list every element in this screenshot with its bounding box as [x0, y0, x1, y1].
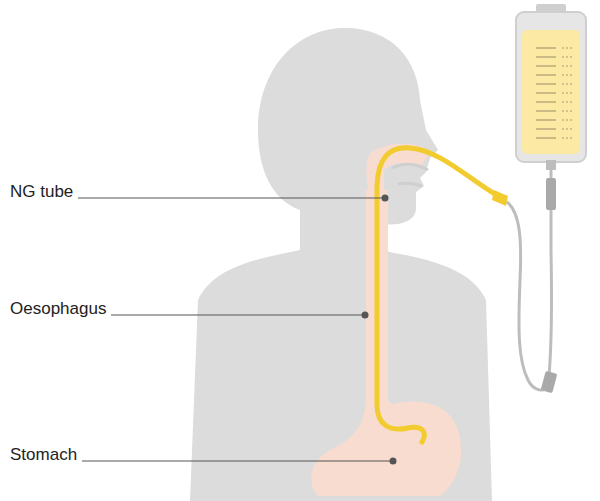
- feed-line: [507, 202, 548, 390]
- scale-tick: [562, 56, 572, 57]
- scale-line: [536, 83, 556, 84]
- scale-line: [536, 128, 556, 129]
- feed-liquid: [522, 30, 580, 154]
- bag-outlet: [546, 160, 556, 170]
- scale-tick: [562, 110, 572, 111]
- scale-line: [536, 101, 556, 102]
- scale-line: [536, 47, 556, 48]
- part-label: Oesophagus: [10, 299, 106, 319]
- scale-tick: [562, 83, 572, 84]
- leader-dots: [362, 195, 397, 465]
- scale-tick: [562, 65, 572, 66]
- scale-tick: [562, 128, 572, 129]
- scale-line: [536, 119, 556, 120]
- stomach: [311, 400, 461, 496]
- mouth: [398, 183, 422, 186]
- feed-bag: [516, 12, 586, 162]
- scale-line: [536, 110, 556, 111]
- tube-connector: [492, 190, 508, 206]
- scale-tick: [562, 101, 572, 102]
- part-label: Stomach: [10, 445, 77, 465]
- scale-tick: [562, 119, 572, 120]
- scale-tick: [562, 47, 572, 48]
- leader-lines: [78, 198, 391, 461]
- part-label: NG tube: [10, 182, 73, 202]
- scale-line: [536, 92, 556, 93]
- scale-line: [536, 74, 556, 75]
- scale-tick: [562, 92, 572, 93]
- ng-tube: [377, 148, 498, 442]
- scale-tick: [562, 137, 572, 138]
- line-clamp: [541, 371, 558, 393]
- palate: [392, 164, 428, 170]
- scale-tick: [562, 74, 572, 75]
- scale-line: [536, 137, 556, 138]
- scale-line: [536, 65, 556, 66]
- bag-scale: [536, 48, 572, 138]
- drip-chamber: [546, 178, 556, 210]
- body-silhouette: [190, 28, 492, 501]
- scale-line: [536, 56, 556, 57]
